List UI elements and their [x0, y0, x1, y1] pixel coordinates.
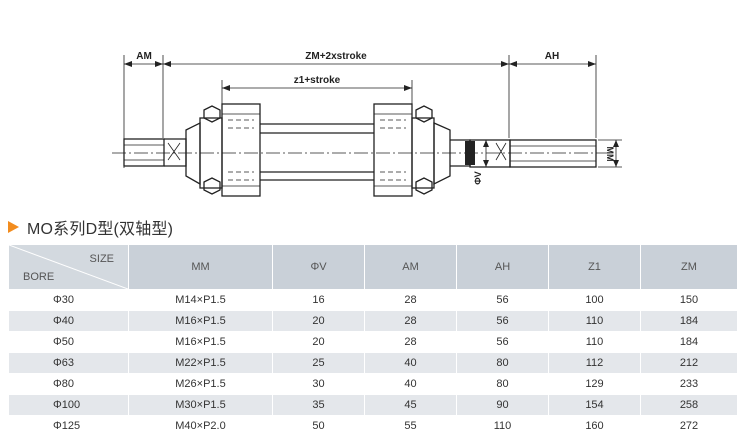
cell-ah: 56 [456, 289, 549, 311]
col-header-v: ΦV [272, 244, 365, 290]
cell-z1: 110 [548, 310, 641, 332]
cell-mm: M16×P1.5 [128, 331, 273, 353]
cell-bore: Φ63 [8, 352, 129, 374]
table-row: Φ100 M30×P1.5 35 45 90 154 258 [8, 394, 738, 416]
cell-am: 55 [364, 415, 457, 437]
table-row: Φ80 M26×P1.5 30 40 80 129 233 [8, 373, 738, 395]
section-title: MO系列D型(双轴型) [8, 214, 173, 240]
cell-zm: 258 [640, 394, 738, 416]
cell-bore: Φ100 [8, 394, 129, 416]
cell-bore: Φ30 [8, 289, 129, 311]
cell-v: 35 [272, 394, 365, 416]
cell-mm: M26×P1.5 [128, 373, 273, 395]
table-row: Φ125 M40×P2.0 50 55 110 160 272 [8, 415, 738, 437]
cell-am: 28 [364, 289, 457, 311]
cell-v: 20 [272, 310, 365, 332]
cell-z1: 129 [548, 373, 641, 395]
cell-am: 45 [364, 394, 457, 416]
cylinder-drawing: AM ZM+2xstroke AH z1+stroke ΦV MM [112, 51, 622, 197]
cell-mm: M16×P1.5 [128, 310, 273, 332]
dim-zm-label: ZM+2xstroke [305, 51, 367, 62]
cell-am: 40 [364, 373, 457, 395]
cell-am: 28 [364, 331, 457, 353]
table-row: Φ63 M22×P1.5 25 40 80 112 212 [8, 352, 738, 374]
table-row: Φ40 M16×P1.5 20 28 56 110 184 [8, 310, 738, 332]
cell-zm: 184 [640, 331, 738, 353]
col-header-mm: MM [128, 244, 273, 290]
cell-z1: 160 [548, 415, 641, 437]
dim-z1-label: z1+stroke [294, 75, 341, 86]
table-header-row: SIZE BORE MM ΦV AM AH Z1 ZM [8, 244, 738, 290]
arrow-right-icon [8, 221, 19, 233]
cell-mm: M40×P2.0 [128, 415, 273, 437]
cell-z1: 154 [548, 394, 641, 416]
cell-v: 25 [272, 352, 365, 374]
spec-table: SIZE BORE MM ΦV AM AH Z1 ZM Φ30 M14×P1.5… [8, 244, 738, 437]
cell-v: 16 [272, 289, 365, 311]
cell-v: 50 [272, 415, 365, 437]
cell-zm: 272 [640, 415, 738, 437]
col-header-z1: Z1 [548, 244, 641, 290]
dim-am-label: AM [136, 51, 152, 62]
cell-bore: Φ80 [8, 373, 129, 395]
cell-mm: M22×P1.5 [128, 352, 273, 374]
cell-mm: M30×P1.5 [128, 394, 273, 416]
cell-z1: 100 [548, 289, 641, 311]
cell-ah: 56 [456, 310, 549, 332]
cell-mm: M14×P1.5 [128, 289, 273, 311]
col-header-ah: AH [456, 244, 549, 290]
col-header-zm: ZM [640, 244, 738, 290]
cell-ah: 56 [456, 331, 549, 353]
dim-mm-label: MM [605, 147, 615, 162]
cell-ah: 80 [456, 352, 549, 374]
cell-bore: Φ40 [8, 310, 129, 332]
cell-ah: 110 [456, 415, 549, 437]
cell-ah: 90 [456, 394, 549, 416]
corner-size-label: SIZE [89, 253, 114, 265]
cell-z1: 110 [548, 331, 641, 353]
dim-ah-label: AH [545, 51, 559, 62]
section-title-text: MO系列D型(双轴型) [27, 221, 174, 238]
cell-am: 40 [364, 352, 457, 374]
cell-v: 30 [272, 373, 365, 395]
table-row: Φ50 M16×P1.5 20 28 56 110 184 [8, 331, 738, 353]
dim-v-label: ΦV [473, 171, 483, 184]
cell-zm: 150 [640, 289, 738, 311]
col-header-am: AM [364, 244, 457, 290]
table-row: Φ30 M14×P1.5 16 28 56 100 150 [8, 289, 738, 311]
diagonal-divider [9, 245, 128, 289]
cell-am: 28 [364, 310, 457, 332]
cell-bore: Φ125 [8, 415, 129, 437]
cell-zm: 184 [640, 310, 738, 332]
cell-z1: 112 [548, 352, 641, 374]
corner-bore-label: BORE [23, 271, 55, 283]
cell-v: 20 [272, 331, 365, 353]
corner-header: SIZE BORE [8, 244, 129, 290]
cell-zm: 233 [640, 373, 738, 395]
cell-bore: Φ50 [8, 331, 129, 353]
cell-ah: 80 [456, 373, 549, 395]
cell-zm: 212 [640, 352, 738, 374]
